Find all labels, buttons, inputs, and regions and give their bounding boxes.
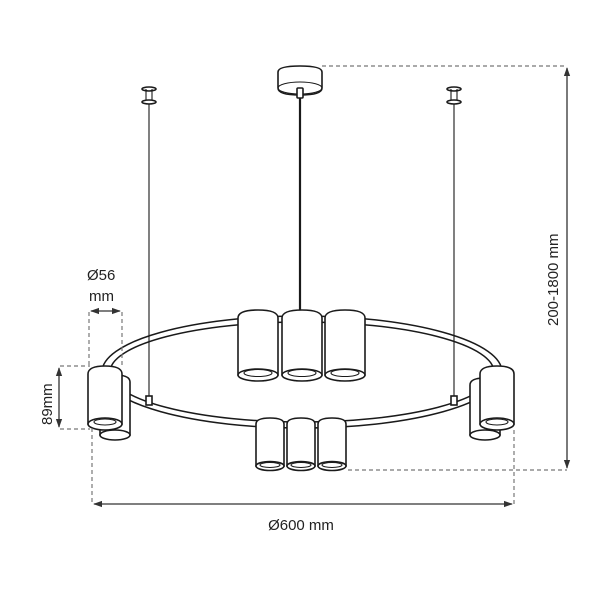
shade-height-label: 89mm bbox=[39, 383, 56, 425]
suspension-height-label: 200-1800 mm bbox=[545, 233, 562, 326]
spot-cluster-back bbox=[237, 309, 366, 382]
ceiling-canopy bbox=[277, 65, 323, 99]
ring-diameter-label: Ø600 mm bbox=[268, 517, 334, 534]
wire-clip-right bbox=[450, 395, 458, 406]
wire-clip-left bbox=[145, 395, 153, 406]
suspension-anchor-right bbox=[446, 86, 462, 105]
spot-pair-right bbox=[469, 365, 515, 441]
spot-cluster-front bbox=[255, 417, 347, 472]
dimension-suspension-height: 200-1800 mm bbox=[322, 65, 571, 471]
dimension-ring-diameter: Ø600 mm bbox=[91, 428, 515, 534]
shade-diameter-label-2: mm bbox=[89, 288, 114, 305]
dimension-shade-height: 89mm bbox=[39, 365, 90, 430]
shade-diameter-label-1: Ø56 bbox=[87, 267, 115, 284]
dimension-shade-diameter: Ø56 mm bbox=[87, 267, 123, 366]
spot-pair-left bbox=[87, 365, 131, 441]
suspension-anchor-left bbox=[141, 86, 157, 105]
